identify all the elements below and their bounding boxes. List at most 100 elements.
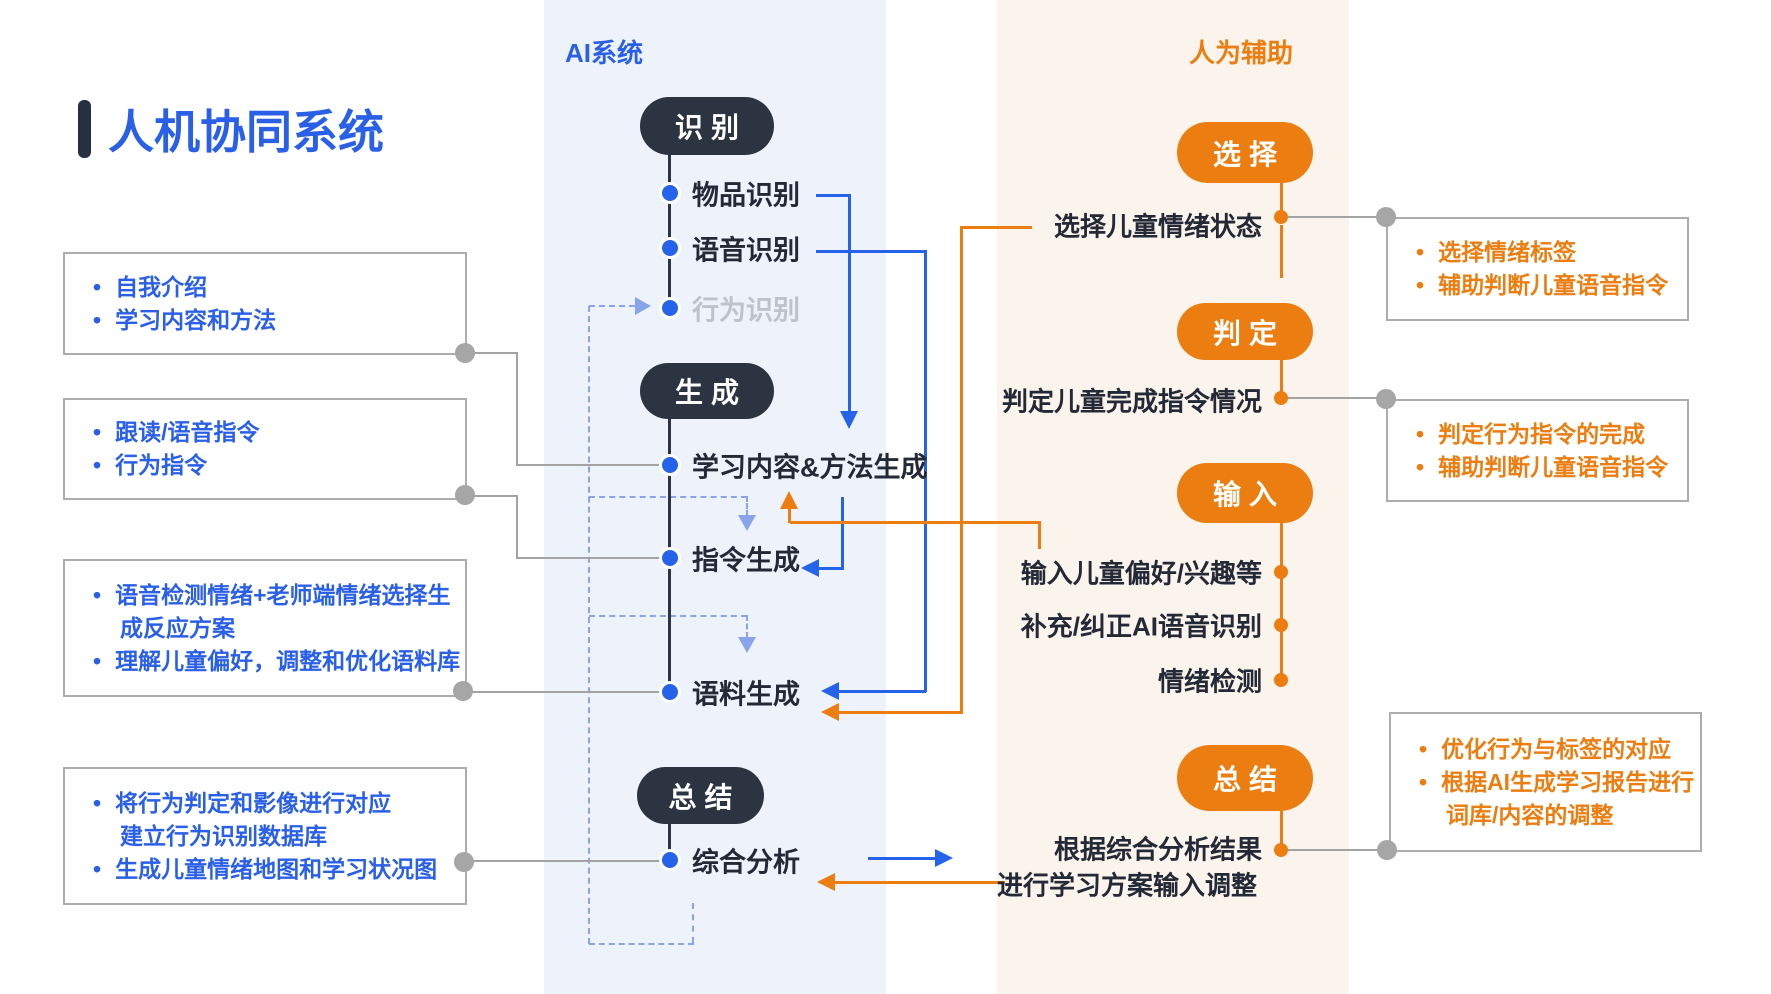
connector-note1-v [516,352,518,466]
ai-item-content-method-gen: 学习内容&方法生成 [692,452,928,483]
note-line: 辅助判断儿童语音指令 [1416,451,1675,484]
connector-note1-h2 [516,464,662,466]
human-stem-select-bottom [1280,225,1283,278]
ai-pill-recognize: 识别 [640,97,774,155]
note-emotion-corpus: 语音检测情绪+老师端情绪选择生 成反应方案 理解儿童偏好，调整和优化语料库 [63,559,467,697]
note-line: 语音检测情绪+老师端情绪选择生 [93,579,453,612]
note-intro: 自我介绍 学习内容和方法 [63,252,467,355]
note-line: 生成儿童情绪地图和学习状况图 [93,853,453,886]
arrow-human-to-analysis-head-icon [817,873,835,891]
human-stem-summarize [1280,811,1283,850]
arrow-speech-to-corpus-h2 [838,690,926,693]
arrow-select-to-corpus-v [960,226,963,714]
anchor-dot-note1 [455,343,475,363]
node-dot-behavior-recognition [662,300,678,316]
human-dot-input-preference [1274,565,1288,579]
human-column-header: 人为辅助 [1189,38,1294,68]
arrow-input-to-content-h [790,521,1041,524]
arrow-input-to-content-v1 [1038,523,1041,549]
ai-column-header: AI系统 [565,38,644,68]
connector-rnote2 [1288,397,1386,399]
ai-pill-summarize: 总结 [637,767,764,824]
note-line: 判定行为指令的完成 [1416,418,1675,451]
connector-note2-h1 [465,495,516,497]
note-line: 学习内容和方法 [93,304,453,337]
feedback-to-behavior-dashed [589,305,635,307]
arrow-select-to-corpus-h1 [960,226,1032,229]
human-dot-judge-completion [1274,391,1288,405]
node-dot-object-recognition [662,185,678,201]
ai-item-speech-recognition: 语音识别 [692,235,800,266]
ai-stem-summarize [668,823,671,861]
note-line: 理解儿童偏好，调整和优化语料库 [93,645,460,678]
human-item-correct-asr: 补充/纠正AI语音识别 [1020,611,1262,642]
arrow-content-to-instruction-v [841,497,844,569]
feedback-instruction-arrowhead-icon [738,515,756,531]
human-item-select-emotion: 选择儿童情绪状态 [1053,211,1262,242]
human-dot-select-emotion [1274,210,1288,224]
feedback-corpus-arrowhead-icon [738,637,756,653]
feedback-behavior-arrowhead-icon [635,297,651,315]
ai-stem-recognize [668,155,671,309]
note-instructions: 跟读/语音指令 行为指令 [63,398,467,500]
note-line: 选择情绪标签 [1416,236,1675,269]
human-dot-correct-asr [1274,618,1288,632]
human-stem-judge [1280,360,1283,398]
arrow-object-to-content-v [848,194,851,412]
note-line: 词库/内容的调整 [1446,801,1614,828]
human-pill-input: 输入 [1177,463,1313,523]
feedback-loop-bottom-dashed [589,943,694,945]
connector-rnote3 [1288,849,1386,851]
connector-note3 [463,691,662,693]
note-line: 辅助判断儿童语音指令 [1416,269,1675,302]
human-dot-analysis-result [1274,843,1288,857]
human-item-judge-completion: 判定儿童完成指令情况 [1001,386,1262,417]
human-item-adjust-plan: 进行学习方案输入调整 [996,870,1257,901]
arrow-object-to-content-head-icon [840,411,858,429]
arrow-speech-to-corpus-h1 [816,250,927,253]
note-line: 根据AI生成学习报告进行 [1419,766,1694,799]
arrow-speech-to-corpus-v [924,250,927,692]
arrow-select-to-corpus-h2 [838,711,962,714]
anchor-dot-note4 [454,852,474,872]
note-line: 行为指令 [93,449,453,482]
human-item-emotion-detect: 情绪检测 [1157,666,1262,697]
node-dot-comprehensive-analysis [662,852,678,868]
connector-note2-h2 [516,557,662,559]
note-summary-help: 优化行为与标签的对应 根据AI生成学习报告进行 词库/内容的调整 [1389,712,1702,852]
human-item-input-preference: 输入儿童偏好/兴趣等 [1020,558,1262,589]
ai-item-comprehensive-analysis: 综合分析 [692,847,800,878]
note-line: 成反应方案 [120,614,235,641]
arrow-input-to-content-v2 [788,508,791,523]
arrow-content-to-instruction-head-icon [801,559,819,577]
feedback-from-analysis-dashed [692,903,694,943]
arrow-human-to-analysis-h [834,881,1005,884]
arrow-input-to-content-head-icon [780,491,798,509]
note-select-help: 选择情绪标签 辅助判断儿童语音指令 [1386,217,1689,321]
note-line: 自我介绍 [93,271,453,304]
ai-item-corpus-gen: 语料生成 [692,679,800,710]
ai-pill-generate: 生成 [640,363,774,419]
human-stem-input-top [1280,523,1283,572]
anchor-dot-rnote3 [1377,840,1397,860]
human-pill-judge: 判定 [1177,303,1313,360]
human-item-analysis-result: 根据综合分析结果 [1053,834,1262,865]
note-behavior-database: 将行为判定和影像进行对应 建立行为识别数据库 生成儿童情绪地图和学习状况图 [63,767,467,905]
arrow-object-to-content-h [816,194,851,197]
note-judge-help: 判定行为指令的完成 辅助判断儿童语音指令 [1386,399,1689,502]
human-pill-select: 选择 [1177,122,1313,183]
note-line: 跟读/语音指令 [93,416,453,449]
arrow-analysis-to-human-head-icon [935,849,953,867]
anchor-dot-note3 [453,681,473,701]
feedback-to-corpus-dashed-v [746,615,748,638]
human-dot-emotion-detect [1274,673,1288,687]
connector-note2-v [516,495,518,559]
human-stem-select-top [1280,183,1283,217]
ai-item-instruction-gen: 指令生成 [692,545,800,576]
arrow-content-to-instruction-h [818,567,844,570]
connector-rnote1 [1288,216,1386,218]
node-dot-content-method-gen [662,457,678,473]
connector-note4 [464,860,662,862]
feedback-to-instruction-dashed-v [746,496,748,516]
